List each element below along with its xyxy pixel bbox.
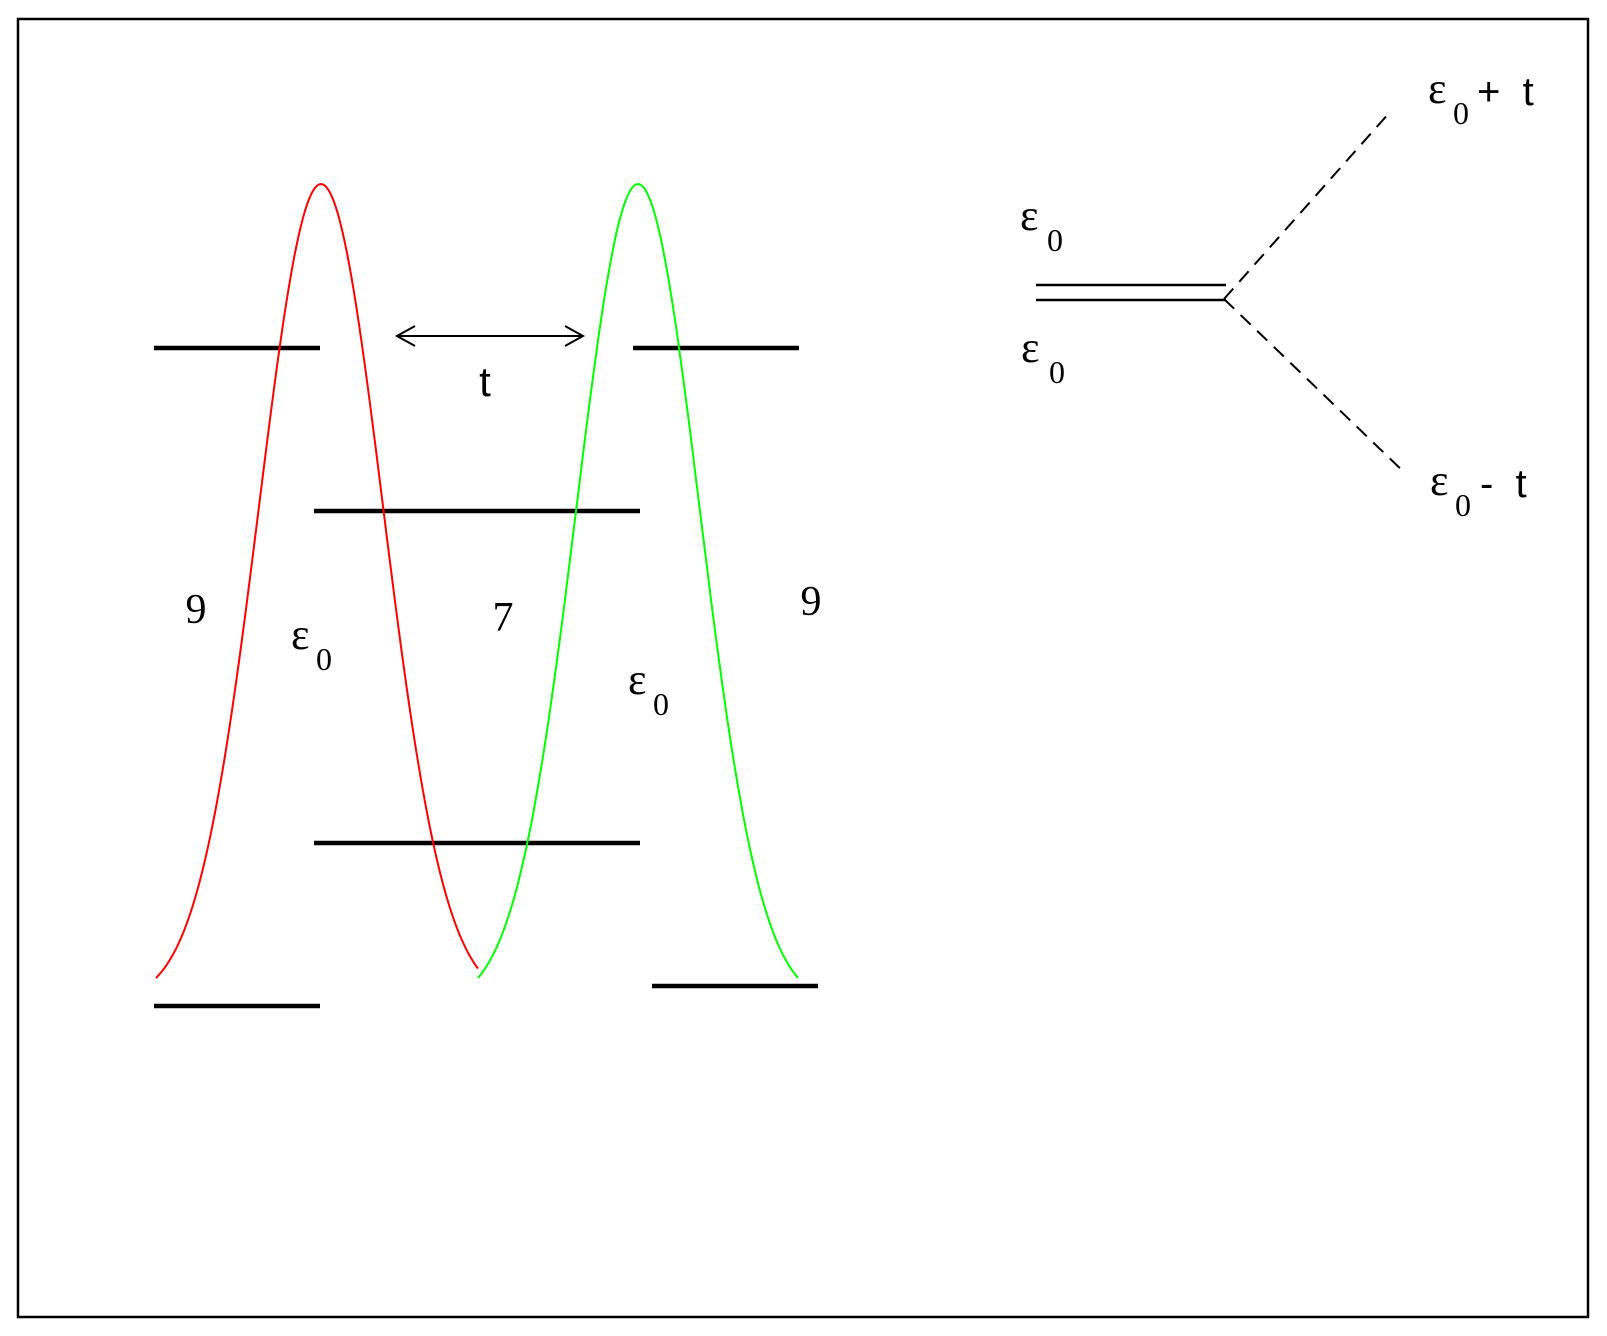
left-wavefunction-curve xyxy=(155,182,479,979)
right-wavefunction-curve xyxy=(477,182,799,979)
right-well-energy: ε 0 xyxy=(628,655,669,722)
subscript: 0 xyxy=(1455,487,1471,523)
minus-t: - t xyxy=(1480,462,1527,506)
degenerate-lower-label: ε 0 xyxy=(1021,323,1065,390)
bonding-energy-label: ε 0 + t xyxy=(1428,64,1534,131)
arrow-head-left xyxy=(394,325,416,347)
epsilon: ε xyxy=(628,655,646,704)
epsilon: ε xyxy=(1020,191,1038,240)
energy-levels xyxy=(154,345,818,1009)
middle-barrier-label: 7 xyxy=(493,595,514,641)
antibonding-energy-label: ε 0 - t xyxy=(1430,456,1527,523)
splitting-up-line xyxy=(1223,111,1391,300)
epsilon: ε xyxy=(1428,64,1446,113)
left-well-energy: ε 0 xyxy=(291,610,332,677)
left-barrier-label: 9 xyxy=(186,587,207,633)
subscript: 0 xyxy=(1453,95,1469,131)
plus-t: + t xyxy=(1477,70,1534,114)
right-barrier-label: 9 xyxy=(801,579,822,625)
diagram-frame xyxy=(16,17,1590,1319)
epsilon: ε xyxy=(1021,323,1039,372)
subscript: 0 xyxy=(1049,354,1065,390)
arrow-head-right xyxy=(564,325,586,347)
degenerate-levels xyxy=(1036,283,1226,302)
subscript: 0 xyxy=(653,686,669,722)
hopping-label: t xyxy=(479,358,491,405)
hopping-arrow xyxy=(394,325,586,347)
degenerate-upper-label: ε 0 xyxy=(1020,191,1063,258)
splitting-lines xyxy=(1223,111,1407,475)
epsilon: ε xyxy=(1430,456,1448,505)
epsilon: ε xyxy=(291,610,309,659)
subscript: 0 xyxy=(316,641,332,677)
subscript: 0 xyxy=(1047,222,1063,258)
splitting-down-line xyxy=(1223,298,1407,475)
